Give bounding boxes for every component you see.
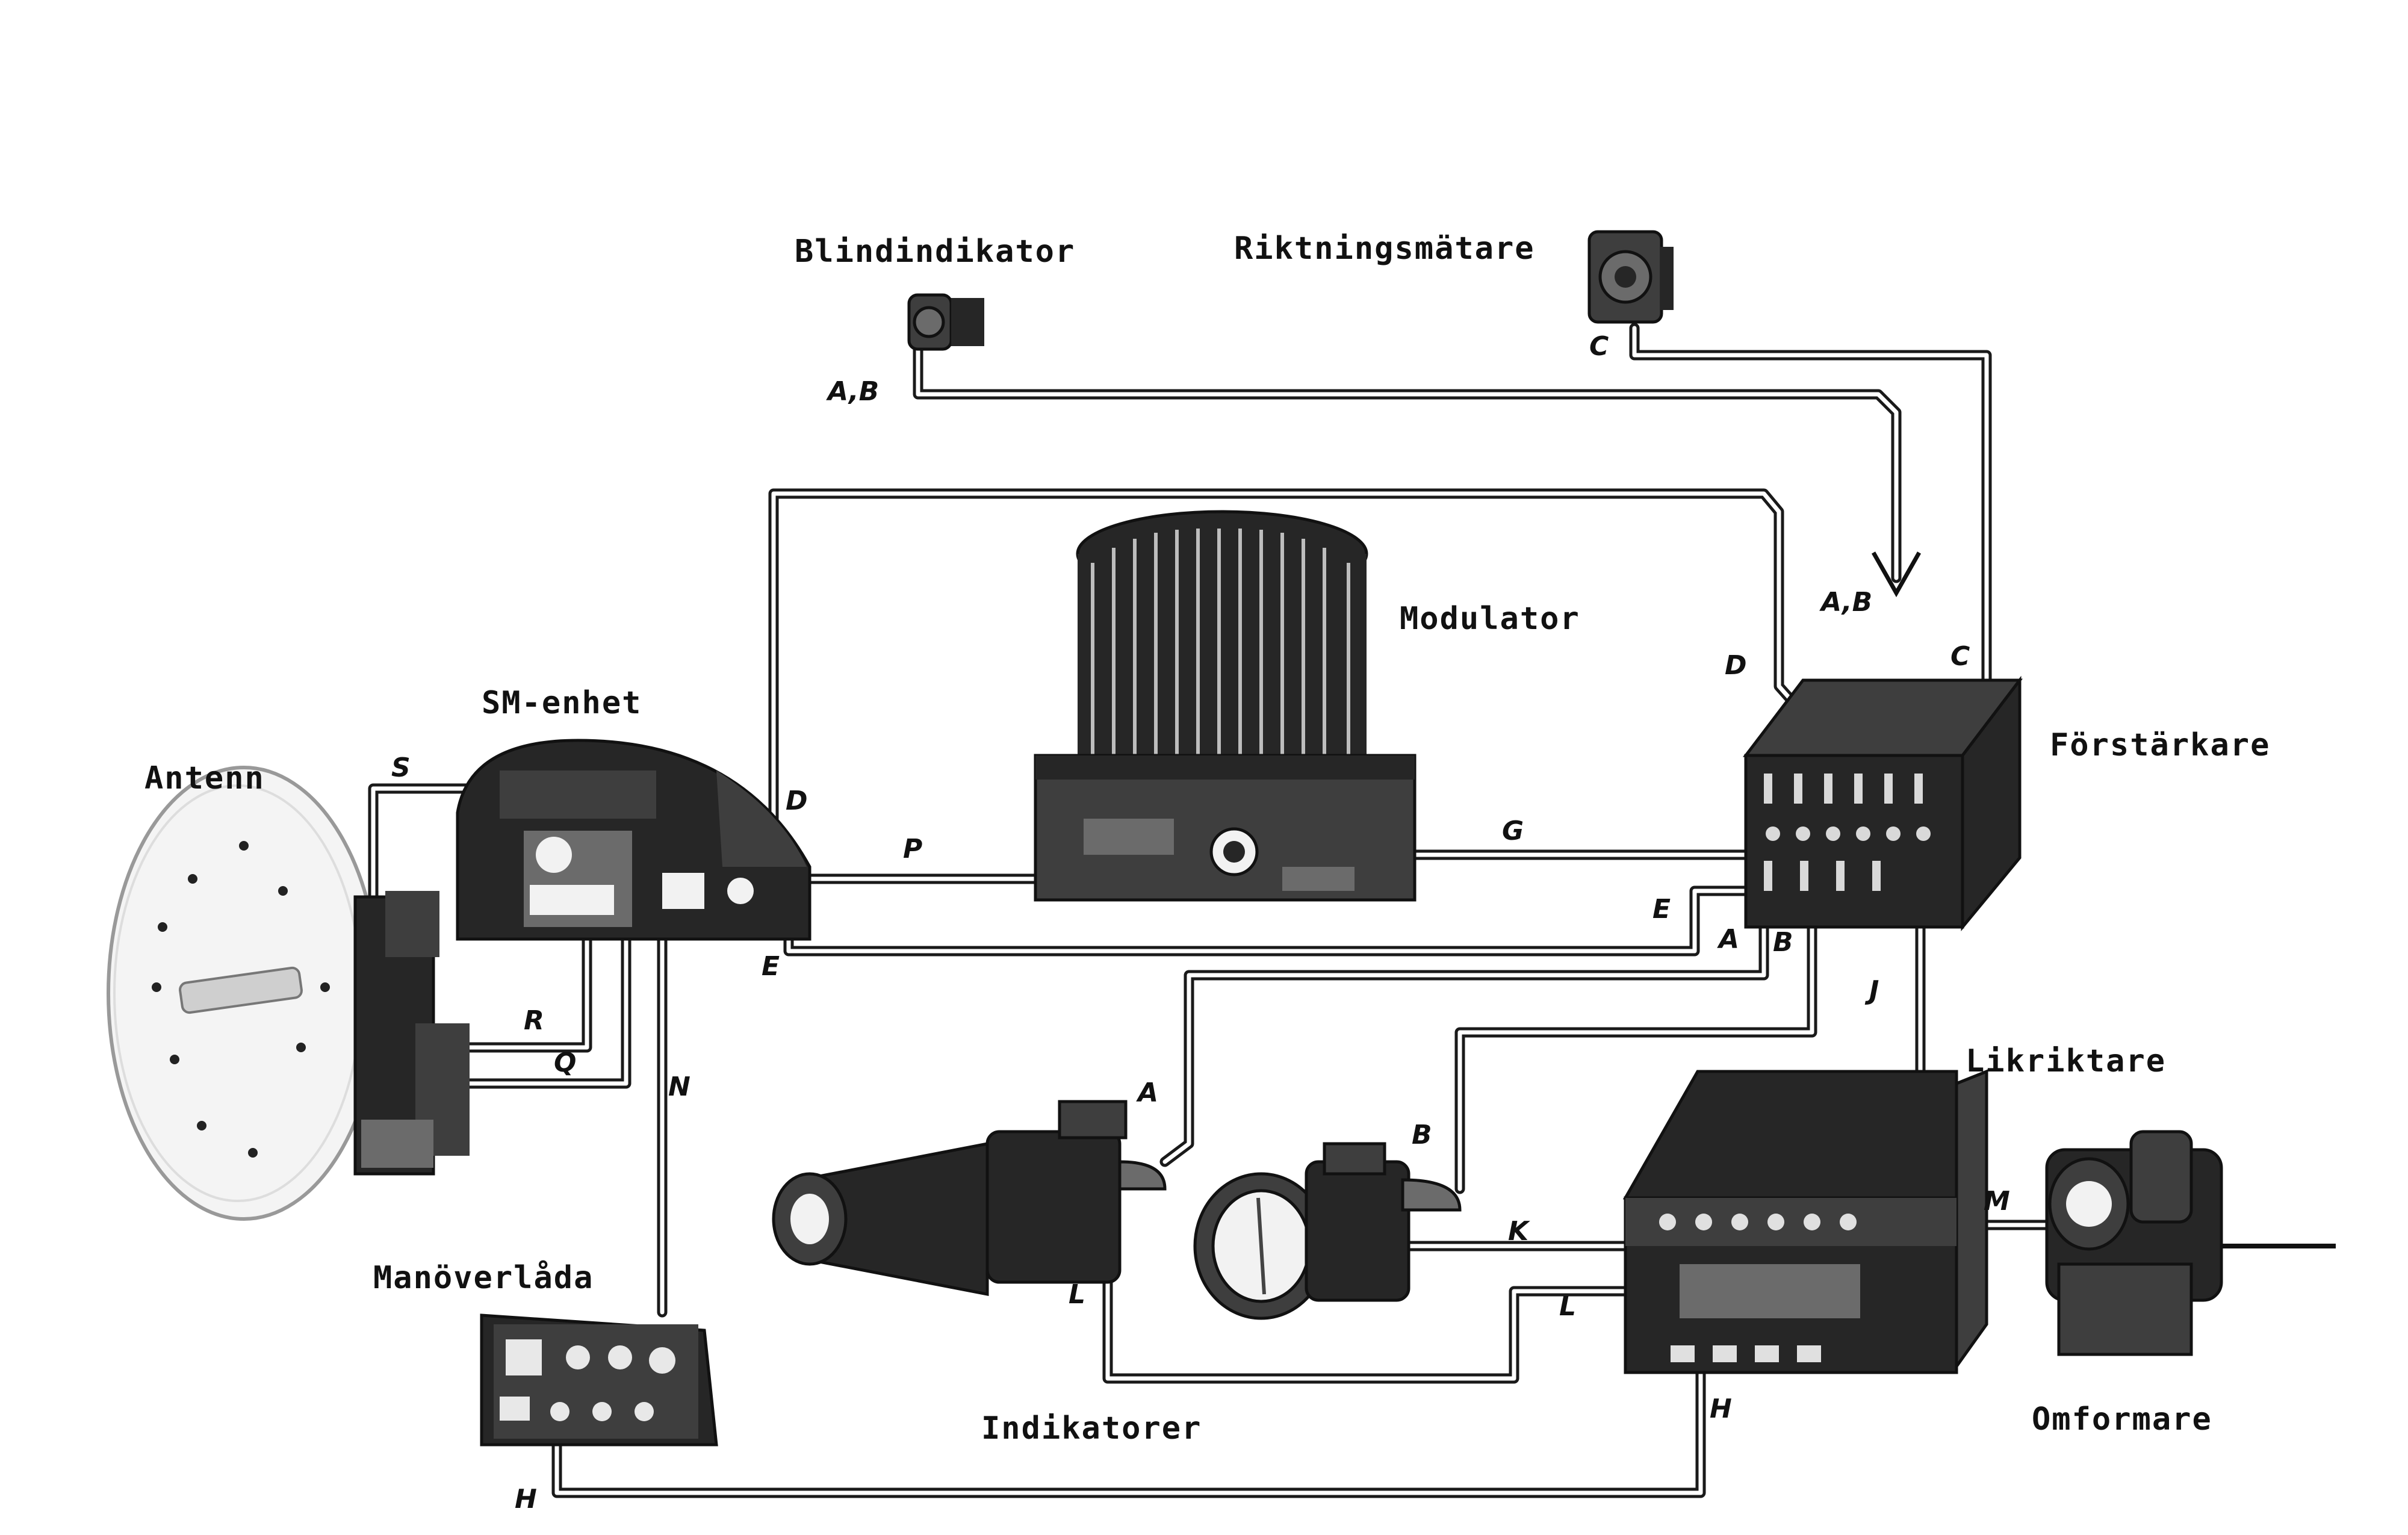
manoverlada-device [480,1313,718,1447]
label-omformare: Omformare [2032,1401,2212,1437]
forstarkare-device [1742,675,2023,931]
wire-labels: A,B C A,B D C S D P G E E A B J R Q N A … [391,331,2010,1515]
label-antenn: Antenn [144,760,265,796]
wire-label-d-sm-enhet: D [786,786,808,816]
cable-a [1159,910,1769,1167]
likriktare-device [1622,1069,1988,1374]
cable-c-riktningsmatare [1629,323,1992,692]
wire-label-q: Q [554,1047,576,1078]
wire-label-c-riktningsmatare: C [1589,331,1609,362]
label-sm-enhet: SM-enhet [482,685,642,721]
indikator-1-device [772,1100,1167,1297]
riktningsmatare-device [1587,230,1674,324]
wire-label-j: J [1864,975,1879,1006]
wire-label-b-forstarkare: B [1773,927,1793,958]
wire-label-a-indikator: A [1136,1078,1158,1108]
wire-label-l-indikator: L [1069,1279,1085,1310]
cable-d [768,488,1808,824]
wire-label-d-forstarkare: D [1725,650,1747,681]
wire-label-k: K [1508,1216,1530,1247]
wire-label-n: N [668,1071,690,1102]
label-riktningsmatare: Riktningsmätare [1234,231,1535,267]
wire-label-a-forstarkare: A [1717,924,1739,955]
component-labels: Blindindikator Riktningsmätare Modulator… [144,231,2270,1447]
cable-r [464,934,592,1053]
cable-b [1454,916,1817,1194]
sm-enhet-device [456,739,811,941]
omformare-device [2045,1130,2223,1356]
label-modulator: Modulator [1400,601,1580,637]
wire-label-ab-arrow: A,B [1819,587,1872,618]
label-forstarkare: Förstärkare [2050,727,2270,763]
cable-ab-blindindikator [913,344,1922,598]
label-blindindikator: Blindindikator [795,234,1075,270]
wire-label-e-sm-enhet: E [762,951,780,982]
cable-q [464,934,631,1089]
wire-label-b-indikator: B [1412,1120,1432,1150]
label-likriktare: Likriktare [1966,1043,2166,1079]
label-manoverlada: Manöverlåda [373,1260,594,1296]
wire-label-m: M [1984,1186,2010,1217]
wire-label-l-likriktare: L [1559,1291,1576,1322]
wire-label-p: P [903,834,922,864]
wire-label-h-manoverlada: H [515,1484,537,1515]
label-indikatorer: Indikatorer [981,1410,1202,1447]
wire-label-s: S [391,752,411,783]
wire-label-r: R [524,1005,544,1036]
antenn-device [107,766,470,1221]
cable-l [1102,1277,1631,1384]
modulator-device [1034,510,1417,902]
indikator-2-device [1193,1142,1462,1320]
wire-label-g: G [1502,816,1524,846]
wire-label-e-forstarkare: E [1652,894,1671,925]
wire-label-h-likriktare: H [1710,1394,1732,1424]
cable-h [551,1361,1706,1498]
wire-label-c-forstarkare: C [1950,641,1970,672]
cable-s [368,783,505,914]
blindindikator-device [907,293,984,351]
wire-label-ab-blindindikator: A,B [826,376,879,407]
